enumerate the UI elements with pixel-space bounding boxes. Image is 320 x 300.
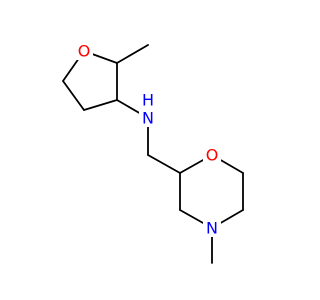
bond-c2-methyl (116, 44, 149, 64)
atom-labels: O H N O N (75, 42, 221, 238)
amine-hydrogen-label: H (142, 91, 154, 110)
bond-ch2-c2m (147, 154, 181, 174)
molecule-structure: O H N O N (62, 42, 244, 264)
morpholine-nitrogen-label: N (206, 219, 218, 238)
bond-c4-c3 (83, 99, 118, 111)
morpholine-oxygen-atom: O (203, 146, 221, 165)
morpholine-oxygen-label: O (206, 146, 219, 165)
morpholine-nitrogen-atom: N (203, 219, 221, 238)
amine-nitrogen-label: N (142, 109, 154, 128)
amine-nh-atom: H N (139, 90, 157, 128)
bond-c5-c4 (62, 80, 85, 111)
thf-oxygen-label: O (78, 42, 91, 61)
thf-oxygen-atom: O (75, 42, 93, 61)
